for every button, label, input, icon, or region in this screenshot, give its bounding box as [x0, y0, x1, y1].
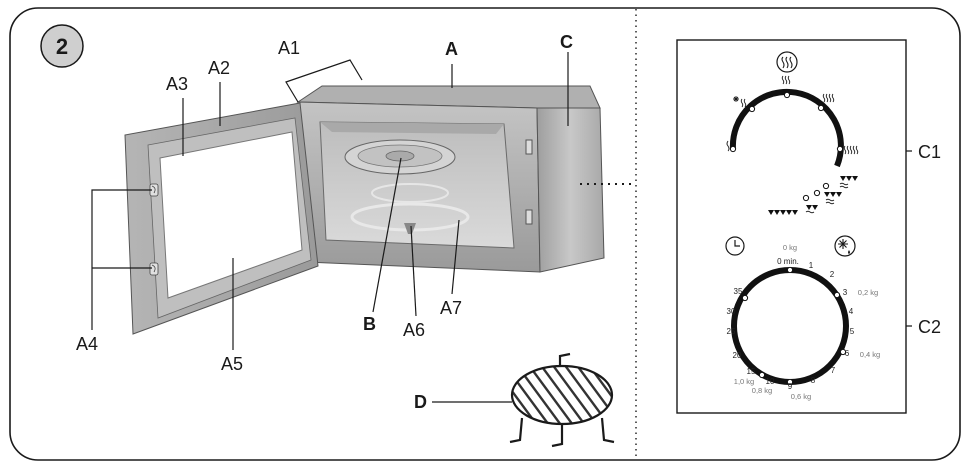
minute-label-35: 35: [734, 287, 743, 296]
microwave-oven: [124, 85, 632, 335]
minute-label-25: 25: [727, 327, 736, 336]
figure-number-badge: 2: [40, 24, 84, 68]
minute-label-2: 2: [830, 270, 835, 279]
label-C: C: [560, 32, 573, 52]
label-A5: A5: [221, 354, 243, 374]
minute-label-3: 3: [843, 288, 848, 297]
weight-label-0-4: 0,4 kg: [860, 350, 880, 359]
latch-slot-lower: [525, 209, 533, 225]
minute-label-0: 0 min.: [777, 257, 799, 266]
label-B: B: [363, 314, 376, 334]
minute-label-10: 10: [766, 377, 775, 386]
grill-level-icons: [768, 176, 858, 215]
weight-label-0-2: 0,2 kg: [858, 288, 878, 297]
label-D: D: [414, 392, 427, 412]
label-A2: A2: [208, 58, 230, 78]
minute-label-20: 20: [733, 351, 742, 360]
power-level-icons: [726, 75, 859, 155]
figure-number: 2: [56, 34, 68, 59]
weight-label-0-6: 0,6 kg: [791, 392, 811, 401]
part-labels: A1 A C A2 A3 A4 A5 B A6 A7 D C1 C2: [76, 32, 941, 412]
minute-label-9: 9: [788, 382, 793, 391]
weight-label-1-0: 1,0 kg: [734, 377, 754, 386]
latch-slot-upper: [525, 139, 533, 155]
label-C2: C2: [918, 317, 941, 337]
minute-label-8: 8: [811, 376, 816, 385]
label-A1: A1: [278, 38, 300, 58]
minute-label-15: 15: [747, 367, 756, 376]
minute-label-6: 6: [845, 349, 850, 358]
label-A6: A6: [403, 320, 425, 340]
minute-label-7: 7: [831, 366, 836, 375]
control-panel-frame: [676, 39, 907, 414]
weight-label-0-8: 0,8 kg: [752, 386, 772, 395]
clock-icon: [725, 236, 745, 256]
timer-dial: 0 min. 1 2 3 4 5 6 7 8 9 10 15 20 25 30 …: [725, 235, 880, 401]
label-A4: A4: [76, 334, 98, 354]
heat-power-icon: [776, 51, 798, 73]
minute-label-1: 1: [809, 261, 814, 270]
label-A7: A7: [440, 298, 462, 318]
coupler: [404, 223, 416, 234]
power-dial: [726, 51, 859, 215]
label-A3: A3: [166, 74, 188, 94]
grill-rack: [509, 352, 615, 448]
label-A: A: [445, 39, 458, 59]
control-panel-block: [536, 107, 605, 273]
weight-label-0: 0 kg: [783, 243, 797, 252]
cavity-ceiling: [320, 122, 504, 134]
power-dial-arc: [729, 88, 844, 168]
minute-label-4: 4: [849, 307, 854, 316]
leader-lines: [91, 52, 912, 403]
label-C1: C1: [918, 142, 941, 162]
timer-weight-labels: 0 kg 0,2 kg 0,4 kg 0,6 kg 0,8 kg 1,0 kg: [734, 243, 880, 401]
control-panel-detail: 0 min. 1 2 3 4 5 6 7 8 9 10 15 20 25 30 …: [676, 39, 907, 414]
door-hook-lower: [149, 262, 159, 276]
minute-label-5: 5: [850, 327, 855, 336]
minute-label-30: 30: [727, 307, 736, 316]
door-window: [159, 131, 303, 299]
outer-frame: [9, 7, 961, 461]
defrost-icon: [834, 235, 856, 257]
timer-minute-labels: 0 min. 1 2 3 4 5 6 7 8 9 10 15 20 25 30 …: [727, 257, 855, 391]
